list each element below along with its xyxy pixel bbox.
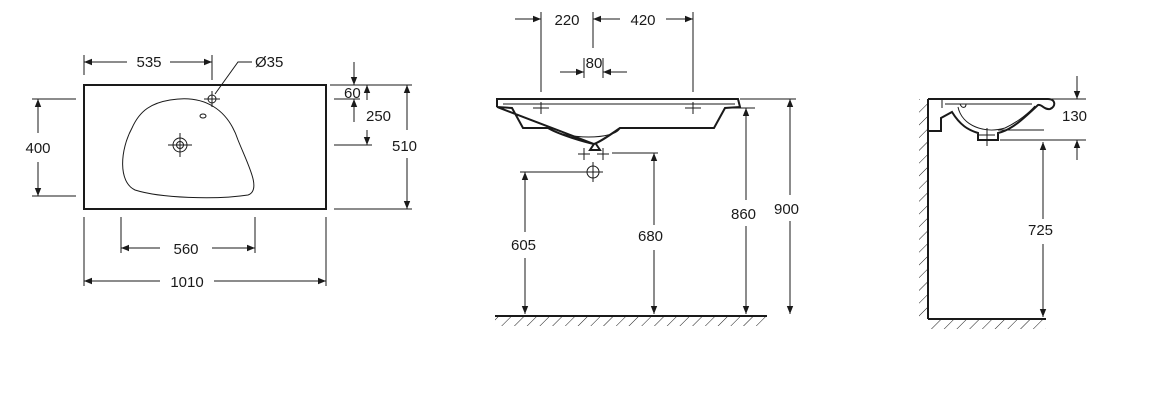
basin-profile-front (496, 98, 742, 151)
side-view: 130 725 (919, 76, 1087, 329)
basin-profile-side (928, 98, 1056, 141)
dim-60-label: 60 (344, 85, 361, 102)
dim-80-label: 80 (586, 55, 603, 72)
floor-hatch-side (928, 319, 1046, 329)
dim-400-label: 400 (25, 140, 50, 157)
dim-725-label: 725 (1028, 222, 1053, 239)
dim-420-label: 420 (630, 12, 655, 29)
dim-605-label: 605 (511, 237, 536, 254)
connection-marker-right (597, 148, 609, 160)
front-view: 220 420 80 605 680 (495, 12, 799, 326)
connection-marker-left (578, 148, 590, 160)
dim-860-label: 860 (731, 206, 756, 223)
floor-hatch-front (495, 316, 767, 326)
dim-250-label: 250 (366, 108, 391, 125)
tap-hole-symbol (204, 91, 220, 107)
dim-diameter-label: Ø35 (255, 54, 283, 71)
tap-hole-marker-right (685, 102, 701, 114)
dim-560-label: 560 (173, 241, 198, 258)
dim-680-label: 680 (638, 228, 663, 245)
dim-220-label: 220 (554, 12, 579, 29)
tap-hole-marker-left (533, 102, 549, 114)
bowl-outline-top (122, 98, 255, 199)
dim-900-label: 900 (774, 201, 799, 218)
dim-130-label: 130 (1062, 108, 1087, 125)
wall-hatch (919, 99, 928, 319)
dim-1010-label: 1010 (170, 274, 203, 291)
top-view: 535 Ø35 400 60 250 510 560 (25, 54, 417, 291)
dim-535-label: 535 (136, 54, 161, 71)
drain-symbol-top (168, 133, 192, 157)
waste-outlet-marker (583, 162, 603, 182)
basin-outline-top (83, 84, 327, 210)
overflow-hole (199, 113, 207, 119)
dim-510-label: 510 (392, 138, 417, 155)
